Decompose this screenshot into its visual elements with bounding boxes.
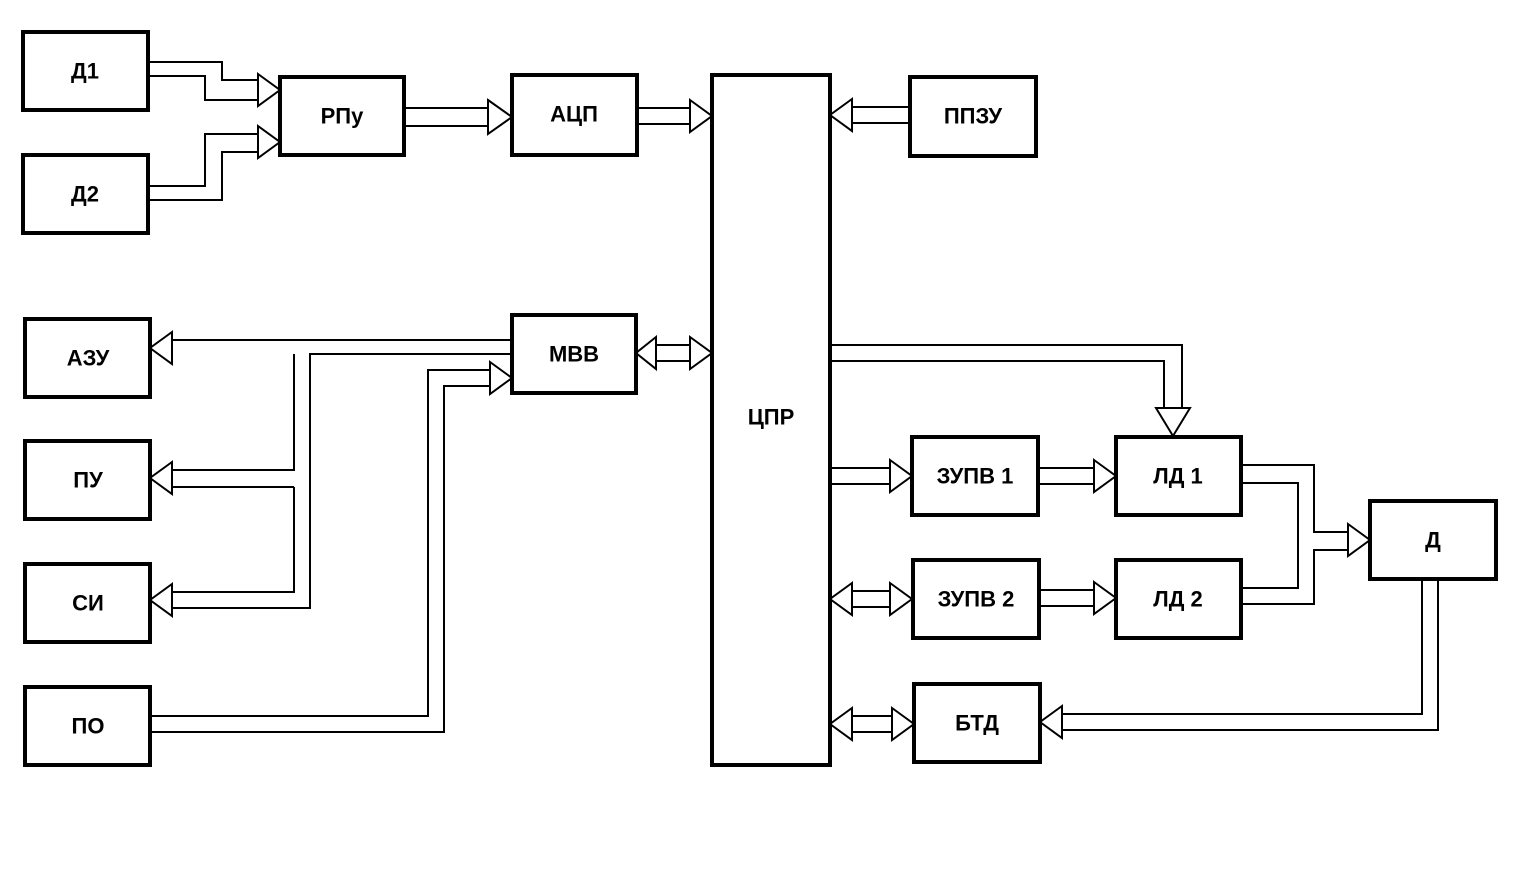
bus-ld-to-d	[1242, 464, 1372, 605]
block-po-label: ПО	[72, 714, 105, 739]
bus-cpu-to-ld1	[830, 344, 1192, 438]
bus-ppzu-to-cpu	[828, 97, 910, 133]
block-zupv2-label: ЗУПВ 2	[938, 587, 1015, 612]
block-d2: Д2	[21, 153, 150, 235]
block-d2-label: Д2	[71, 182, 99, 207]
block-cpu-label: ЦПР	[748, 405, 795, 430]
block-mvv-label: МВВ	[549, 342, 599, 367]
block-d-label: Д	[1425, 528, 1441, 553]
block-btd-label: БТД	[955, 711, 999, 736]
block-si: СИ	[23, 562, 152, 644]
bus-cpu-btd-bidirectional	[828, 706, 916, 742]
bus-adc-to-cpu	[638, 98, 714, 134]
block-adc-label: АЦП	[550, 102, 598, 127]
block-zupv1-label: ЗУПВ 1	[937, 464, 1014, 489]
bus-mvv-to-outputs	[148, 330, 512, 618]
block-zupv2: ЗУПВ 2	[911, 558, 1041, 640]
block-mvv: МВВ	[510, 313, 638, 395]
bus-zupv2-to-ld2	[1040, 580, 1118, 616]
block-rpu: РПу	[278, 75, 406, 157]
block-cpu: ЦПР	[710, 73, 832, 767]
block-azu: АЗУ	[23, 317, 152, 399]
bus-po-to-mvv	[150, 360, 514, 733]
block-ld2-label: ЛД 2	[1153, 587, 1202, 612]
block-po: ПО	[23, 685, 152, 767]
bus-d2-to-rpu	[148, 124, 282, 201]
bus-rpu-to-adc	[404, 98, 514, 136]
block-ppzu: ППЗУ	[908, 75, 1038, 158]
bus-mvv-cpu-bidirectional	[634, 334, 714, 372]
block-ld2: ЛД 2	[1114, 558, 1243, 640]
block-btd: БТД	[912, 682, 1042, 764]
block-zupv1: ЗУПВ 1	[910, 435, 1040, 517]
block-ld1-label: ЛД 1	[1153, 464, 1202, 489]
bus-cpu-zupv2-bidirectional	[828, 581, 914, 617]
block-d1-label: Д1	[71, 59, 99, 84]
bus-d1-to-rpu	[148, 61, 282, 108]
block-pu: ПУ	[23, 439, 152, 521]
block-d1: Д1	[21, 30, 150, 112]
block-adc: АЦП	[510, 73, 639, 157]
block-si-label: СИ	[72, 591, 104, 616]
block-d: Д	[1368, 499, 1498, 581]
block-pu-label: ПУ	[73, 468, 103, 493]
block-azu-label: АЗУ	[67, 346, 110, 371]
block-ld1: ЛД 1	[1114, 435, 1243, 517]
bus-zupv1-to-ld1	[1038, 458, 1118, 494]
bus-d-to-btd	[1038, 580, 1439, 740]
block-ppzu-label: ППЗУ	[944, 104, 1003, 129]
block-rpu-label: РПу	[321, 104, 364, 129]
bus-cpu-to-zupv1	[830, 458, 914, 494]
